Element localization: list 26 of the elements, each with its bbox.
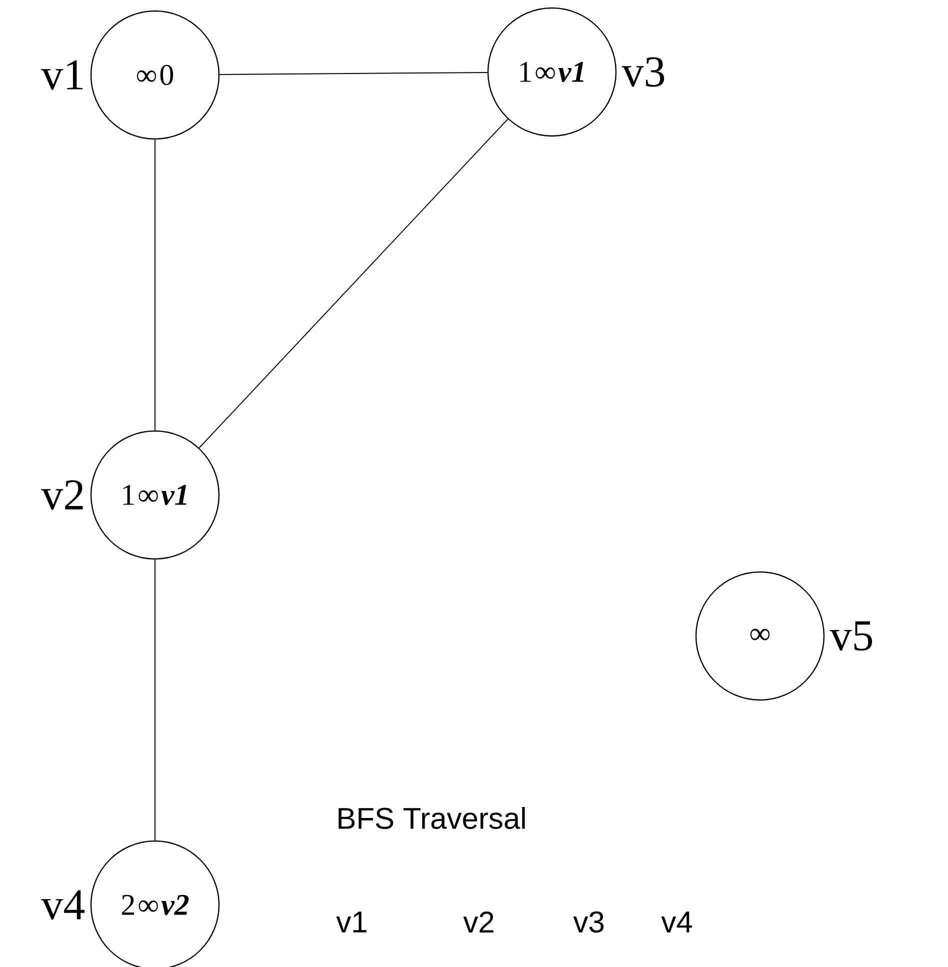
traversal-text: v2 — [463, 912, 494, 932]
node-value: v1 — [558, 62, 584, 82]
node-value: ∞ — [138, 900, 158, 912]
node-value: ∞ — [136, 70, 156, 82]
node-value: ∞ — [750, 628, 770, 640]
node-value: 1 — [520, 62, 531, 82]
edge-line — [198, 118, 508, 448]
node-value: ∞ — [138, 490, 158, 502]
vertex-label: v5 — [830, 621, 872, 651]
traversal-text: v1 — [336, 912, 366, 932]
node-value: ∞ — [536, 67, 555, 79]
edge-line — [154, 559, 156, 841]
edge-line — [219, 72, 488, 75]
node-value: 0 — [160, 64, 174, 86]
node-value: 2 — [122, 894, 134, 915]
node-value: v2 — [161, 894, 189, 916]
vertex-label: v3 — [622, 57, 664, 87]
vertex-label: v2 — [41, 480, 83, 510]
vertex-label: v4 — [41, 890, 85, 920]
traversal-text: BFS Traversal — [338, 806, 525, 830]
traversal-text: v3 — [573, 911, 604, 933]
traversal-text: v4 — [661, 912, 692, 932]
node-value: 1 — [123, 484, 134, 505]
node-value: v1 — [161, 484, 186, 506]
edge-line — [154, 139, 156, 431]
vertex-label: v1 — [41, 60, 83, 90]
